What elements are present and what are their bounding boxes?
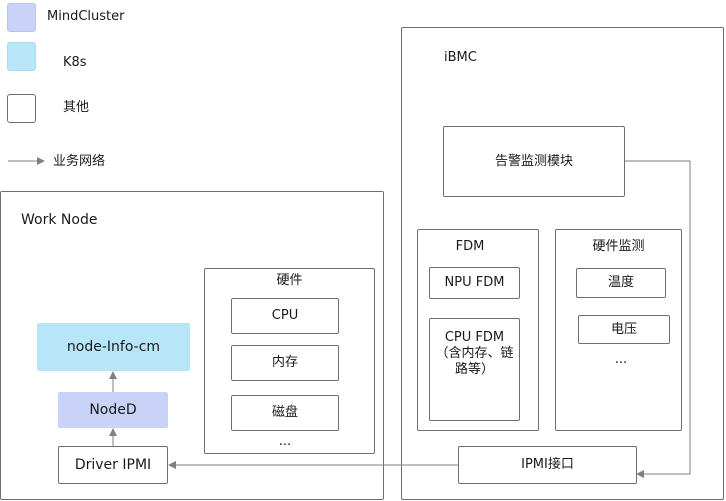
hw-monitor-title: 硬件监测 (592, 239, 645, 254)
ipmi-interface-box: IPMI接口 (458, 446, 637, 484)
legend-mindcluster-label: MindCluster (47, 9, 125, 24)
cpu-fdm-line1: CPU FDM (444, 330, 505, 345)
fdm-title: FDM (455, 239, 485, 254)
work-node-title: Work Node (21, 212, 98, 228)
legend-network-label: 业务网络 (53, 154, 106, 169)
legend-mindcluster-swatch (7, 3, 36, 32)
npu-fdm-box: NPU FDM (429, 267, 520, 299)
legend-other-label: 其他 (63, 100, 90, 115)
hardware-item-cpu: CPU (231, 298, 339, 334)
legend-other-swatch (7, 94, 36, 123)
legend-k8s-label: K8s (63, 55, 87, 70)
cpu-fdm-line2: （含内存、链 (435, 346, 514, 361)
hw-monitor-voltage: 电压 (578, 315, 670, 344)
hardware-title: 硬件 (276, 273, 303, 288)
cpu-fdm-line3: 路等） (454, 362, 494, 377)
node-info-cm-box: node-Info-cm (37, 323, 190, 371)
hw-monitor-more: ... (614, 352, 628, 367)
noded-box: NodeD (58, 392, 168, 428)
hw-monitor-temperature: 温度 (576, 268, 666, 298)
alarm-monitor-module: 告警监测模块 (443, 126, 625, 197)
hardware-item-memory: 内存 (231, 345, 339, 381)
hardware-item-disk: 磁盘 (231, 395, 339, 431)
hardware-more: ... (278, 434, 292, 449)
driver-ipmi-box: Driver IPMI (58, 446, 168, 484)
ibmc-title: iBMC (444, 50, 477, 65)
legend-k8s-swatch (7, 42, 36, 71)
cpu-fdm-box: CPU FDM （含内存、链 路等） (429, 318, 520, 421)
